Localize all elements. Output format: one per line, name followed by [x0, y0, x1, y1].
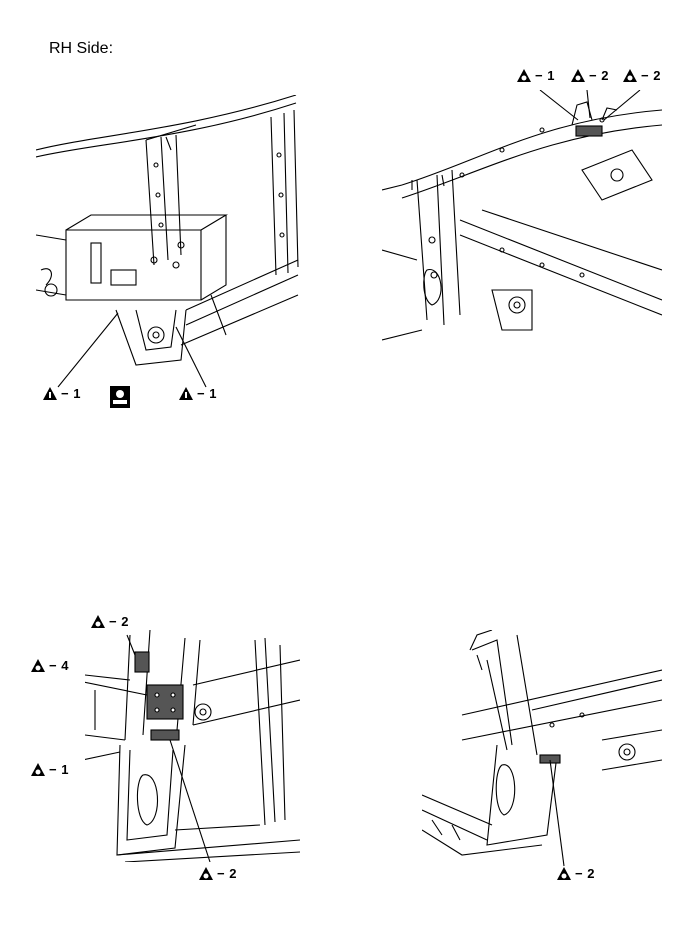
callout-label: − 2 [589, 68, 609, 83]
callout-tr-3: − 2 [622, 68, 661, 83]
spot-weld-icon [199, 867, 213, 880]
callout-tr-2: − 2 [570, 68, 609, 83]
diagram-bottom-right [422, 630, 662, 870]
callout-tl-2: − 1 [178, 386, 217, 401]
callout-label: − 1 [535, 68, 555, 83]
diagram-top-right [382, 90, 662, 362]
callout-label: − 1 [61, 386, 81, 401]
spot-weld-icon [623, 69, 637, 82]
callout-bl-2: − 4 [30, 658, 69, 673]
page-title: RH Side: [49, 40, 114, 57]
diagram-top-left [36, 95, 306, 395]
callout-label: − 1 [197, 386, 217, 401]
callout-label: − 2 [575, 866, 595, 881]
sealer-applicator-icon [110, 386, 130, 408]
spot-weld-icon [557, 867, 571, 880]
cut-warning-icon [43, 387, 57, 400]
callout-bl-3: − 1 [30, 762, 69, 777]
callout-label: − 2 [641, 68, 661, 83]
callout-tl-1: − 1 [42, 386, 81, 401]
spot-weld-icon [517, 69, 531, 82]
callout-label: − 1 [49, 762, 69, 777]
callout-bl-4: − 2 [198, 866, 237, 881]
cut-warning-icon [179, 387, 193, 400]
diagram-bottom-left [85, 630, 300, 862]
callout-label: − 2 [109, 614, 129, 629]
callout-label: − 4 [49, 658, 69, 673]
callout-label: − 2 [217, 866, 237, 881]
callout-br-1: − 2 [556, 866, 595, 881]
spot-weld-icon [91, 615, 105, 628]
spot-weld-icon [571, 69, 585, 82]
sealer-icon-callout [110, 386, 130, 408]
spot-weld-icon [31, 763, 45, 776]
spot-weld-icon [31, 659, 45, 672]
callout-bl-1: − 2 [90, 614, 129, 629]
callout-tr-1: − 1 [516, 68, 555, 83]
